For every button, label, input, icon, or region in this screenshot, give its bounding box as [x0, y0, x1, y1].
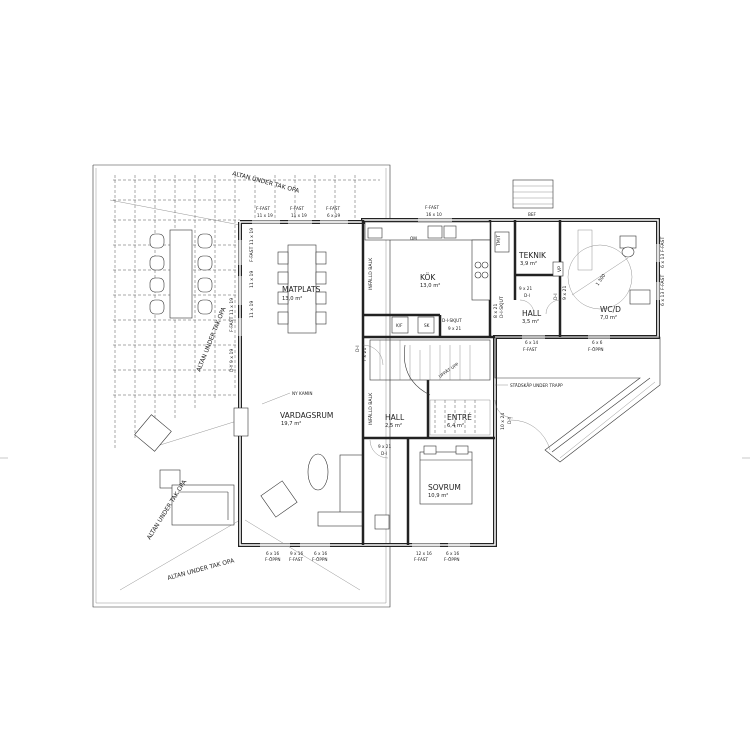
outdoor-dining-set [149, 229, 213, 319]
dim-hall-bot1-type: F-FAST [523, 347, 537, 352]
technical-room-fixtures [494, 231, 564, 277]
dim-top3-size: 6 x 19 [327, 213, 340, 218]
dim-top4-type: F-FAST [425, 205, 439, 210]
dining-table [277, 244, 327, 334]
dim-bot2-type: F-FAST [289, 557, 303, 562]
dim-left5: D-Y 9 x 19 [229, 349, 235, 372]
room-name-hall-lower: HALL [385, 413, 405, 422]
altan-label-bottom: ALTAN UNDER TAK OPA [167, 557, 236, 582]
room-area-hall-upper: 3,5 m² [522, 319, 539, 325]
infalld-balk-1: INFÄLLD BALK [367, 257, 374, 290]
dim-bot5-size: 6 x 16 [446, 551, 459, 556]
stadskap-note: STÄDSKÅP UNDER TRAPP [510, 383, 563, 388]
radius-label: 1 300 [595, 273, 608, 287]
kf-label: K/F [396, 323, 403, 328]
room-area-vardagsrum: 19,7 m² [281, 421, 301, 427]
sk-label: SK [424, 323, 430, 328]
dim-hall-bot1-size: 6 x 14 [525, 340, 538, 345]
dim-hall-bot2-type: F-ÖPPN [588, 347, 604, 352]
dim-top3-type: F-FAST [326, 206, 340, 211]
dim-bot2-size: 9 x 16 [290, 551, 303, 556]
dim-right2: 6 x 13 F-FAST [660, 275, 666, 306]
dim-left2: 11 x 19 [249, 271, 255, 288]
vp-label: VP [557, 266, 563, 272]
dim-d-entre: 10 x 24 [500, 413, 506, 430]
dim-d-entre-type: D-Y [507, 416, 513, 424]
dim-top1-size: 11 x 19 [257, 213, 273, 218]
ny-kamin-note: NY KAMIN [292, 391, 313, 396]
dim-right1: 6 x 13 F-FAST [660, 237, 666, 268]
dim-bot1-size: 6 x 16 [266, 551, 279, 556]
dim-d-small: 7 x 21 [362, 348, 368, 362]
door-swings [362, 299, 561, 459]
dim-d-hall-type: D-I [524, 293, 530, 298]
dim-left3: 11 x 19 [249, 301, 255, 318]
dim-bot3-size: 6 x 16 [314, 551, 327, 556]
infalld-balk-2: INFÄLLD BALK [367, 392, 374, 425]
dim-d-kf-size: 9 x 21 [448, 326, 461, 331]
dim-bot4-type: F-FAST [414, 557, 428, 562]
room-name-hall-upper: HALL [522, 309, 542, 318]
kitchen-counters [364, 221, 491, 334]
room-name-matplats: MATPLATS [282, 285, 321, 294]
room-area-matplats: 13,0 m² [282, 296, 302, 302]
room-name-vardagsrum: VARDAGSRUM [280, 411, 333, 420]
room-area-wcd: 7,0 m² [600, 315, 617, 321]
tm-label: TM/T [496, 235, 502, 247]
room-name-sovrum: SOVRUM [428, 483, 461, 492]
room-area-sovrum: 10,9 m² [428, 493, 448, 499]
bef-label: BEF [528, 212, 537, 217]
chimney [512, 179, 554, 209]
dim-left1: F-FAST 11 x 19 [249, 228, 255, 262]
dim-hall-bot2-size: 6 x 6 [592, 340, 603, 345]
dim-d-small-type: D-I [355, 345, 361, 352]
altan-label-left: ALTAN UNDER TAK OPA [195, 305, 228, 372]
entrance-canopy [494, 336, 661, 463]
om-label: OM [410, 236, 417, 241]
dim-d-wc-type: D-I [553, 293, 559, 300]
room-name-kok: KÖK [420, 273, 436, 282]
room-name-entre: ENTRÉ [447, 413, 472, 422]
living-room-furniture [233, 407, 363, 527]
dim-d-kf-type: D-I-SKJUT [442, 318, 462, 323]
stairs [369, 339, 491, 436]
altan-terrace [92, 164, 391, 608]
dim-bot5-type: F-ÖPPN [444, 557, 460, 562]
dim-d-hall2-size: 9 x 21 [378, 444, 391, 449]
room-area-kok: 13,0 m² [420, 283, 440, 289]
bathroom-fixtures [567, 229, 651, 310]
bedroom-furniture [374, 445, 473, 530]
dim-top2-size: 11 x 19 [291, 213, 307, 218]
dim-d-wc: 9 x 21 [562, 286, 568, 300]
dim-bot1-type: F-ÖPPN [265, 557, 281, 562]
dim-top2-type: F-FAST [290, 206, 304, 211]
room-name-teknik: TEKNIK [518, 251, 547, 260]
dim-top1-type: F-FAST [256, 206, 270, 211]
uppat-note: UPPÅT UPP [438, 361, 460, 379]
dim-d-hall2-type: D-I [381, 451, 387, 456]
room-area-teknik: 3,9 m² [520, 261, 537, 267]
dimension-labels: F-FAST 11 x 19 F-FAST 11 x 19 F-FAST 6 x… [229, 205, 666, 562]
dim-d-skjut: 8 x 21 [493, 304, 499, 318]
dim-bot3-type: F-ÖPPN [312, 557, 328, 562]
room-name-wcd: WC/D [600, 305, 621, 314]
dim-d-skjut-type: D-I-SKJUT [499, 296, 505, 318]
room-labels: MATPLATS 13,0 m² VARDAGSRUM 19,7 m² KÖK … [280, 251, 621, 499]
dim-top4-size: 16 x 10 [426, 212, 442, 217]
outdoor-lounge [134, 414, 235, 526]
altan-label-top: ALTAN UNDER TAK OPA [231, 170, 300, 195]
dim-d-hall-size: 9 x 21 [519, 286, 532, 291]
room-area-hall-lower: 2,5 m² [385, 423, 402, 429]
room-area-entre: 6,4 m² [447, 423, 464, 429]
dim-left4: F-FAST 11 x 19 [229, 298, 235, 332]
dim-bot4-size: 12 x 16 [416, 551, 432, 556]
